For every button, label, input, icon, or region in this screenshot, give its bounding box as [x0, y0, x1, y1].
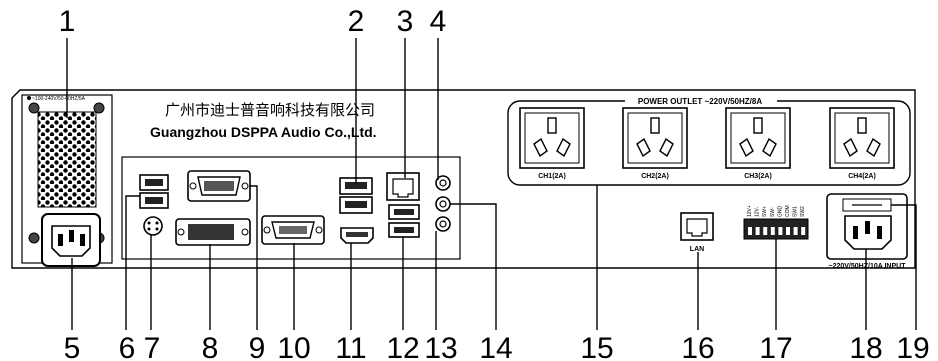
screw	[28, 232, 40, 244]
power-outlet-bay: POWER OUTLET ~220V/50HZ/8A	[507, 96, 911, 186]
lan-label: LAN	[690, 246, 704, 253]
callout-numbers: 1 2 3 4 5 6 7 8 9 10 11 12 13 14 15 16 1…	[59, 5, 930, 361]
power-outlet-4[interactable]	[829, 107, 895, 169]
terminal-label: COM	[785, 205, 791, 217]
callout-4: 4	[430, 5, 447, 38]
callout-3: 3	[397, 5, 414, 38]
leader-lines	[66, 38, 917, 330]
terminal-label: 12V-	[755, 206, 761, 217]
terminal-contact[interactable]	[770, 227, 775, 235]
callout-11: 11	[335, 332, 366, 361]
terminal-block[interactable]	[743, 218, 809, 240]
callout-13: 13	[424, 332, 457, 361]
ethernet-port[interactable]	[386, 172, 420, 201]
outlet-label-3: CH3(2A)	[744, 173, 772, 180]
callout-9: 9	[249, 332, 266, 361]
callout-2: 2	[348, 5, 365, 38]
callout-1: 1	[59, 5, 76, 38]
terminal-contact[interactable]	[793, 227, 798, 235]
callout-12: 12	[386, 332, 419, 361]
terminal-contact[interactable]	[748, 227, 752, 235]
ps2-port[interactable]	[143, 216, 163, 236]
usb-ports-left[interactable]	[139, 174, 169, 209]
screw	[28, 102, 40, 114]
brand-chinese: 广州市迪士普音响科技有限公司	[165, 101, 375, 119]
terminal-label: SW+	[762, 206, 768, 217]
input-220-label: ~220V/50HZ/10A INPUT	[829, 263, 907, 270]
audio-jack-top[interactable]	[435, 175, 451, 191]
audio-jack-bottom[interactable]	[435, 216, 451, 232]
brand-english: Guangzhou DSPPA Audio Co.,Ltd.	[150, 124, 377, 140]
callout-7: 7	[144, 332, 161, 361]
terminal-contact[interactable]	[763, 227, 768, 235]
power-supply-module: ~100-240V/50-60HZ/5A	[21, 94, 113, 267]
terminal-contact[interactable]	[778, 227, 783, 235]
power-outlet-title: POWER OUTLET ~220V/50HZ/8A	[638, 97, 762, 106]
hdmi-port[interactable]	[340, 227, 374, 244]
terminal-label: GND	[777, 206, 783, 218]
callout-17: 17	[759, 332, 792, 361]
lan-port[interactable]	[680, 212, 714, 241]
callout-8: 8	[202, 332, 219, 361]
callout-16: 16	[681, 332, 714, 361]
chassis-outline	[11, 89, 916, 269]
callout-18: 18	[849, 332, 882, 361]
vga-port[interactable]	[187, 170, 251, 202]
ac-power-inlet[interactable]	[41, 213, 101, 267]
callout-15: 15	[580, 332, 613, 361]
terminal-label: SW2	[800, 206, 806, 217]
screw	[93, 102, 105, 114]
callout-5: 5	[64, 332, 81, 361]
outlet-label-1: CH1(2A)	[538, 173, 566, 180]
ac-input-module[interactable]	[826, 193, 908, 260]
terminal-contact[interactable]	[801, 227, 806, 235]
power-outlet-1[interactable]	[519, 107, 585, 169]
terminal-contact[interactable]	[755, 227, 760, 235]
terminal-contact[interactable]	[786, 227, 790, 235]
callout-6: 6	[119, 332, 136, 361]
usb-ports-middle[interactable]	[339, 177, 373, 214]
callout-19: 19	[896, 332, 929, 361]
usb-ports-right[interactable]	[388, 204, 420, 238]
terminal-label: SW1	[793, 206, 799, 217]
power-input-label: ~100-240V/50-60HZ/5A	[32, 96, 86, 102]
outlet-label-2: CH2(2A)	[641, 173, 669, 180]
power-outlet-3[interactable]	[725, 107, 791, 169]
dvi-port[interactable]	[175, 218, 251, 246]
outlet-label-4: CH4(2A)	[848, 173, 876, 180]
fan-grille	[37, 111, 97, 208]
callout-10: 10	[277, 332, 310, 361]
callout-14: 14	[479, 332, 512, 361]
audio-jack-middle[interactable]	[435, 196, 451, 212]
serial-port[interactable]	[261, 215, 325, 245]
terminal-label: SW-	[770, 207, 776, 217]
power-outlet-2[interactable]	[622, 107, 688, 169]
terminal-label: 12V+	[747, 205, 753, 217]
io-panel	[121, 156, 461, 260]
